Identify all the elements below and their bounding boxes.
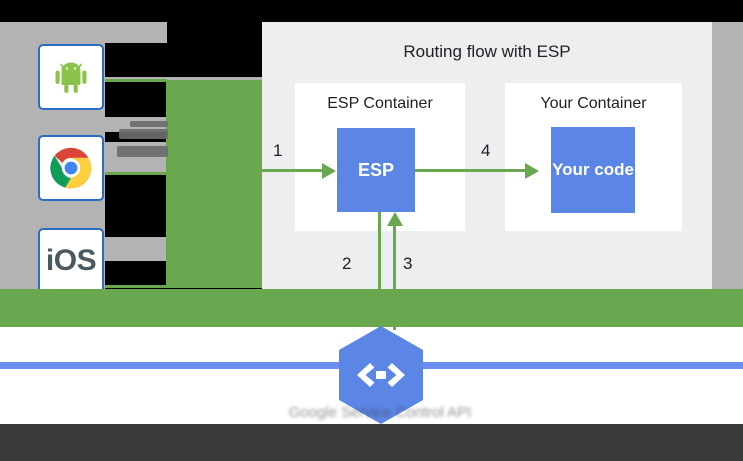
your-container-label: Your Container	[540, 95, 647, 112]
bottom-dark-overlay	[0, 424, 743, 461]
redaction-block	[105, 175, 167, 237]
client-card-android	[38, 44, 104, 110]
arrow-3-line	[393, 224, 396, 330]
client-card-ios: iOS	[38, 228, 104, 294]
esp-container-label: ESP Container	[327, 95, 433, 112]
top-black-bar	[0, 0, 743, 22]
arrow-3-head	[387, 212, 403, 226]
obscured-text	[130, 121, 168, 127]
step-label-3: 3	[403, 254, 413, 273]
client-card-chrome	[38, 135, 104, 201]
green-routing-block	[166, 80, 262, 288]
right-gray-background	[712, 22, 743, 289]
service-control-logo	[337, 325, 425, 425]
arrow-1-line	[262, 169, 322, 172]
arrow-4-line	[415, 169, 525, 172]
code-brackets-icon	[339, 326, 423, 424]
step-label-1: 1	[273, 141, 283, 160]
redaction-block	[105, 82, 167, 117]
chrome-icon	[50, 147, 92, 189]
step-label-4: 4	[481, 141, 491, 160]
arrow-4-head	[525, 163, 539, 179]
arrow-2-line	[378, 212, 381, 330]
your-code-node: Your code	[551, 127, 635, 213]
client-card-ios-label: iOS	[45, 244, 97, 277]
green-horizontal-band	[0, 289, 743, 327]
service-control-caption: Google Service Control API	[288, 404, 472, 421]
panel-title: Routing flow with ESP	[403, 42, 571, 61]
esp-node: ESP	[337, 128, 415, 212]
redaction-block	[167, 22, 262, 43]
obscured-text	[117, 146, 168, 157]
client-connector-line	[105, 172, 167, 175]
obscured-text	[119, 129, 168, 139]
step-label-2: 2	[342, 254, 352, 273]
client-connector-line	[105, 285, 167, 288]
android-icon	[55, 62, 87, 93]
redaction-block	[105, 43, 262, 77]
arrow-1-head	[322, 163, 336, 179]
client-connector-line	[105, 79, 167, 82]
